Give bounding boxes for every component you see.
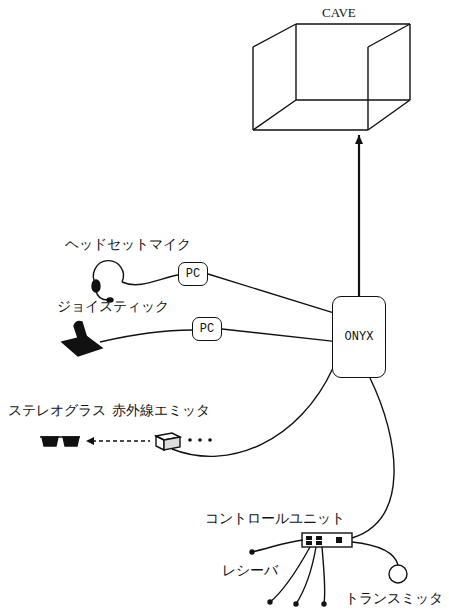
headset-earpiece (92, 280, 100, 292)
cave-edge (368, 24, 410, 47)
cave-edge (409, 24, 410, 100)
continuation-dot (188, 438, 192, 442)
cave-room: CAVE (245, 5, 420, 135)
cave-edge (295, 24, 296, 100)
pc-box: PC (178, 262, 208, 286)
box-label: PC (200, 322, 214, 336)
box-label: ONYX (345, 330, 374, 344)
joystick-stick (74, 322, 88, 345)
signal-arrow (355, 135, 363, 296)
cave-edge (252, 47, 253, 130)
continuation-dot (208, 438, 212, 442)
receiver-sensor (250, 550, 254, 554)
box-label: PC (186, 267, 200, 281)
emitter-front (164, 437, 180, 450)
continuation-dot (198, 438, 202, 442)
device-label: コントロールユニット (205, 510, 345, 527)
receiver-sensor (294, 602, 298, 606)
connector-line (358, 135, 360, 296)
cave-edge (296, 23, 410, 24)
glasses-lens (63, 437, 79, 446)
transmitter (389, 565, 407, 583)
cave-edge (253, 129, 368, 130)
unit-port (316, 536, 322, 540)
unit-port (306, 541, 312, 545)
cave-edge (296, 99, 410, 100)
cave-outline (245, 5, 420, 135)
cave-edge (367, 47, 368, 130)
infrared-beam-head (86, 437, 94, 445)
unit-port (316, 541, 322, 545)
cave-edge (253, 24, 296, 47)
headset-cable (122, 275, 178, 285)
receiver-sensor (322, 602, 326, 606)
device-label: ジョイスティック (57, 298, 169, 315)
tracker-cable (352, 378, 394, 538)
cave-title: CAVE (322, 5, 356, 21)
connector-line (222, 329, 332, 341)
device-label: 赤外線エミッタ (112, 402, 210, 419)
connector-line (208, 274, 332, 312)
device-label: ヘッドセットマイク (65, 236, 191, 253)
device-label: ステレオグラス (8, 402, 106, 419)
glasses-lens (42, 437, 58, 446)
receiver-cable (296, 547, 316, 604)
joystick-cable (100, 330, 192, 342)
onyx-box: ONYX (332, 296, 386, 378)
cave-edge (368, 100, 410, 130)
unit-port (336, 537, 342, 543)
arrow-head (355, 135, 363, 144)
cable-line (208, 274, 332, 312)
pc-box: PC (192, 317, 222, 341)
device-label: レシーバ (222, 562, 278, 579)
emitter-side (156, 436, 164, 450)
infrared-beam (92, 440, 150, 441)
receiver-cable (322, 547, 325, 604)
cave-edge (253, 100, 296, 130)
unit-port (306, 536, 312, 540)
control-unit (302, 533, 352, 547)
cable-line (222, 329, 332, 341)
device-label: トランスミッタ (345, 590, 443, 607)
receiver-sensor (268, 600, 272, 604)
transmitter-cable (352, 542, 398, 565)
receiver-cable (252, 540, 303, 552)
